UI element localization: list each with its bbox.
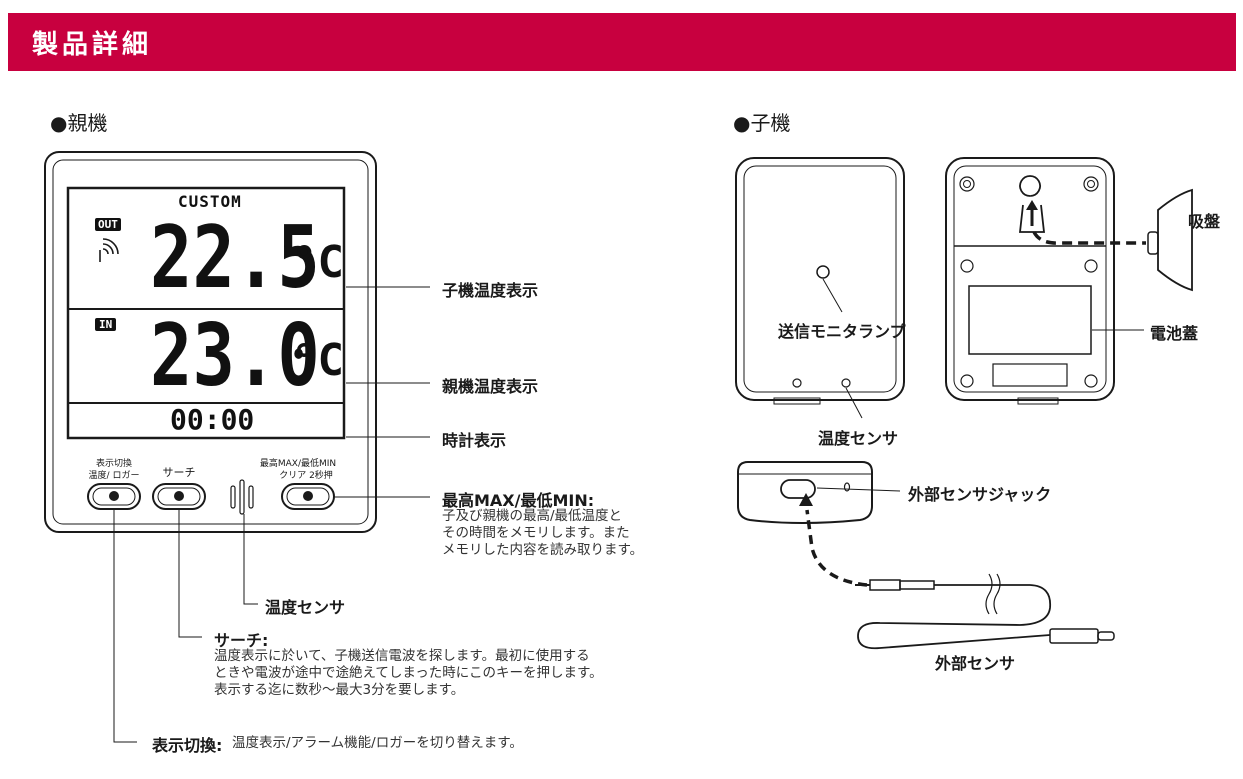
parent-section-title: ●親機 (50, 111, 108, 135)
ext-jack-label: 外部センサジャック (908, 485, 1052, 504)
suction-cup-label: 吸盤 (1188, 212, 1221, 231)
maxmin-label-bottom: クリア 2秒押 (279, 471, 333, 481)
maxmin-desc-3: メモリした内容を読み取ります。 (442, 542, 644, 558)
header-title: 製品詳細 (32, 30, 153, 60)
section-header: 製品詳細 (8, 13, 1236, 71)
parent-temp-display-label: 親機温度表示 (442, 377, 539, 396)
display-switch-label-bottom: 温度/ ロガー (88, 471, 140, 481)
child-front-inner (743, 165, 897, 393)
sensor-grille-3 (248, 485, 254, 509)
brand-logo: CUSTOM (178, 192, 242, 211)
sensor-jack (780, 479, 816, 499)
sensor-cable (857, 584, 1052, 650)
signal-icon (99, 238, 119, 262)
lcd-screen (66, 186, 346, 440)
parent-unit-body (44, 151, 377, 533)
search-desc-3: 表示する迄に数秒〜最大3分を要します。 (214, 682, 465, 698)
transmit-lamp-label: 送信モニタランプ (778, 322, 906, 341)
in-temperature: 23.0 (150, 306, 320, 406)
clock-display-label: 時計表示 (442, 431, 507, 450)
keyhole (1018, 175, 1046, 233)
maxmin-label-top: 最高MAX/最低MIN (259, 459, 337, 469)
maxmin-desc-1: 子及び親機の最高/最低温度と (442, 508, 623, 524)
child-section-title: ●子機 (733, 111, 791, 135)
child-temp-display-label: 子機温度表示 (442, 281, 539, 300)
switch-desc: 温度表示/アラーム機能/ロガーを切り替えます。 (232, 735, 523, 751)
transmit-lamp (816, 265, 830, 279)
ext-sensor-label: 外部センサ (935, 654, 1016, 673)
sensor-grille-2 (239, 479, 245, 515)
temp-sensor-child-label: 温度センサ (818, 429, 899, 448)
search-button-inner (157, 487, 201, 506)
search-desc-1: 温度表示に於いて、子機送信電波を探します。最初に使用する (214, 648, 590, 664)
temp-sensor-parent-label: 温度センサ (265, 598, 346, 617)
in-unit: °C (291, 335, 344, 386)
display-switch-button-inner (92, 487, 136, 506)
battery-cover (968, 285, 1092, 355)
maxmin-desc-2: その時間をメモリします。また (442, 525, 630, 541)
sensor-probe (1049, 628, 1099, 644)
battery-cover-label: 電池蓋 (1150, 324, 1199, 343)
sensor-grille-1 (230, 485, 236, 509)
child-front-foot (773, 397, 821, 405)
out-temperature: 22.5 (150, 208, 320, 308)
search-desc-2: ときや電波が途中で途絶えてしまった時にこのキーを押します。 (214, 665, 603, 681)
suction-cup (1157, 188, 1193, 292)
clock-display: 00:00 (170, 403, 255, 436)
switch-title: 表示切換: (152, 736, 223, 755)
display-switch-label-top: 表示切換 (95, 459, 132, 469)
maxmin-button-inner (286, 487, 330, 506)
out-tag: OUT (95, 218, 121, 231)
jack-housing (737, 461, 873, 524)
search-button-label: サーチ (162, 466, 196, 479)
child-front-body (735, 157, 905, 401)
parent-unit-inner (52, 159, 369, 525)
out-unit: °C (291, 237, 344, 288)
child-back-body (945, 157, 1115, 401)
in-tag: IN (95, 318, 117, 331)
maxmin-title: 最高MAX/最低MIN: (442, 491, 595, 510)
search-title: サーチ: (214, 631, 269, 650)
child-back-inner (953, 165, 1107, 393)
